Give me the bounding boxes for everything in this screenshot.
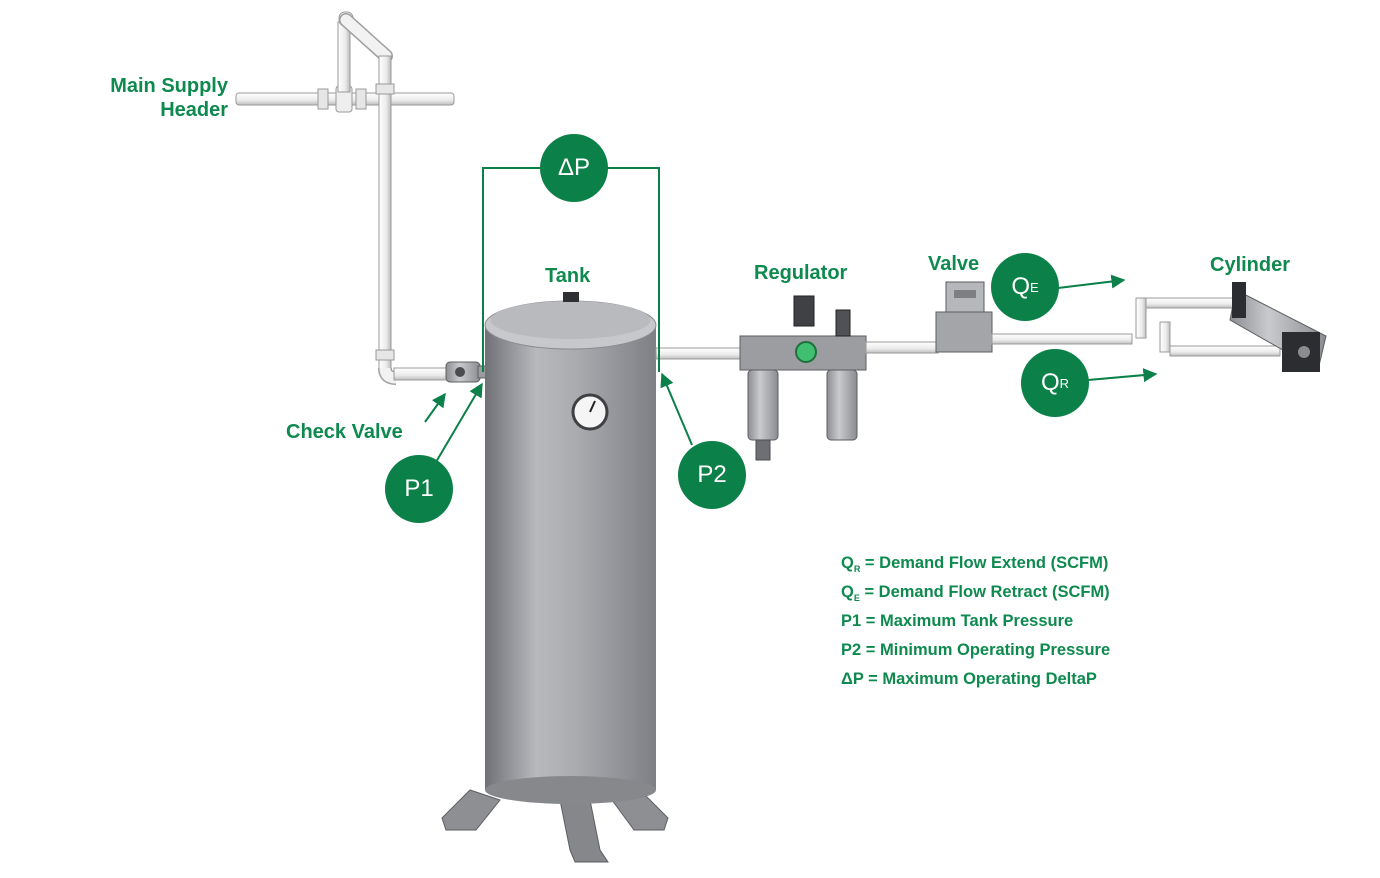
qr-flow-arrow (1087, 368, 1158, 383)
qe-bubble-subscript: E (1030, 279, 1039, 295)
main-supply-header-pipe (235, 85, 455, 113)
main-supply-label-line2: Header (160, 99, 228, 121)
legend-text: = Demand Flow Extend (SCFM) (860, 554, 1109, 572)
p2-bubble: P2 (678, 441, 746, 509)
legend-subscript: E (853, 593, 860, 603)
legend-symbol: ΔP (841, 670, 864, 688)
legend-text: = Maximum Operating DeltaP (863, 670, 1097, 688)
p1-bubble: P1 (385, 455, 453, 523)
pneumatic-cylinder (1229, 282, 1327, 372)
legend-row-p1: P1 = Maximum Tank Pressure (841, 610, 1110, 639)
p2-pointer-arrow (660, 372, 693, 446)
legend-row-delta-p: ΔP = Maximum Operating DeltaP (841, 668, 1110, 697)
regulator-label: Regulator (754, 262, 848, 284)
legend-row-qe: QE = Demand Flow Retract (SCFM) (841, 581, 1110, 610)
main-supply-header-label: Main Supply Header (96, 74, 228, 122)
legend-text: = Demand Flow Retract (SCFM) (859, 583, 1110, 601)
legend-subscript: R (853, 564, 861, 574)
legend-symbol: P1 (841, 612, 862, 630)
delta-p-bubble: ΔP (540, 134, 608, 202)
legend: QR = Demand Flow Extend (SCFM) QE = Dema… (841, 552, 1110, 697)
legend-symbol: P2 (841, 641, 862, 659)
legend-symbol: Q (841, 554, 854, 572)
qr-bubble-subscript: R (1059, 375, 1070, 391)
qr-bubble-symbol: Q (1040, 369, 1060, 396)
legend-row-qr: QR = Demand Flow Extend (SCFM) (841, 552, 1110, 581)
drop-leg-pipe (337, 11, 451, 385)
check-valve-label: Check Valve (286, 421, 403, 443)
qe-flow-arrow (1057, 274, 1126, 289)
cylinder-label: Cylinder (1210, 254, 1291, 276)
legend-row-p2: P2 = Minimum Operating Pressure (841, 639, 1110, 668)
p1-pointer-arrow (435, 382, 483, 463)
cylinder-feed-lines (1135, 297, 1281, 357)
tank-label: Tank (545, 265, 591, 287)
qe-bubble-symbol: Q (1011, 273, 1030, 300)
air-tank (441, 292, 669, 863)
check-valve (445, 361, 489, 383)
legend-text: = Maximum Tank Pressure (861, 612, 1074, 630)
directional-valve (935, 281, 1133, 353)
check-valve-pointer-arrow (424, 392, 446, 423)
regulator-unit (739, 295, 939, 461)
legend-symbol: Q (841, 583, 854, 601)
main-supply-label-line1: Main Supply (110, 75, 228, 97)
valve-label: Valve (928, 253, 980, 275)
legend-text: = Minimum Operating Pressure (861, 641, 1111, 659)
outlet-pipe (655, 347, 747, 360)
